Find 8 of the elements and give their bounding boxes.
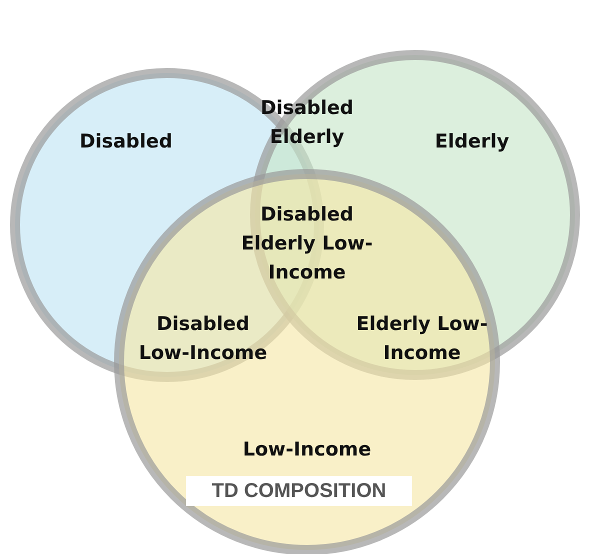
intersection-label: Elderly Low-Income	[355, 312, 489, 366]
set-label: Elderly	[434, 130, 510, 154]
set-label: Low-Income	[242, 438, 372, 462]
intersection-label: Disabled Low-Income	[138, 312, 268, 366]
caption: TD COMPOSITION	[186, 476, 412, 506]
intersection-label: Disabled Elderly Low-Income	[240, 202, 374, 286]
intersection-label: Disabled Elderly	[259, 96, 354, 150]
set-label: Disabled	[78, 130, 174, 154]
